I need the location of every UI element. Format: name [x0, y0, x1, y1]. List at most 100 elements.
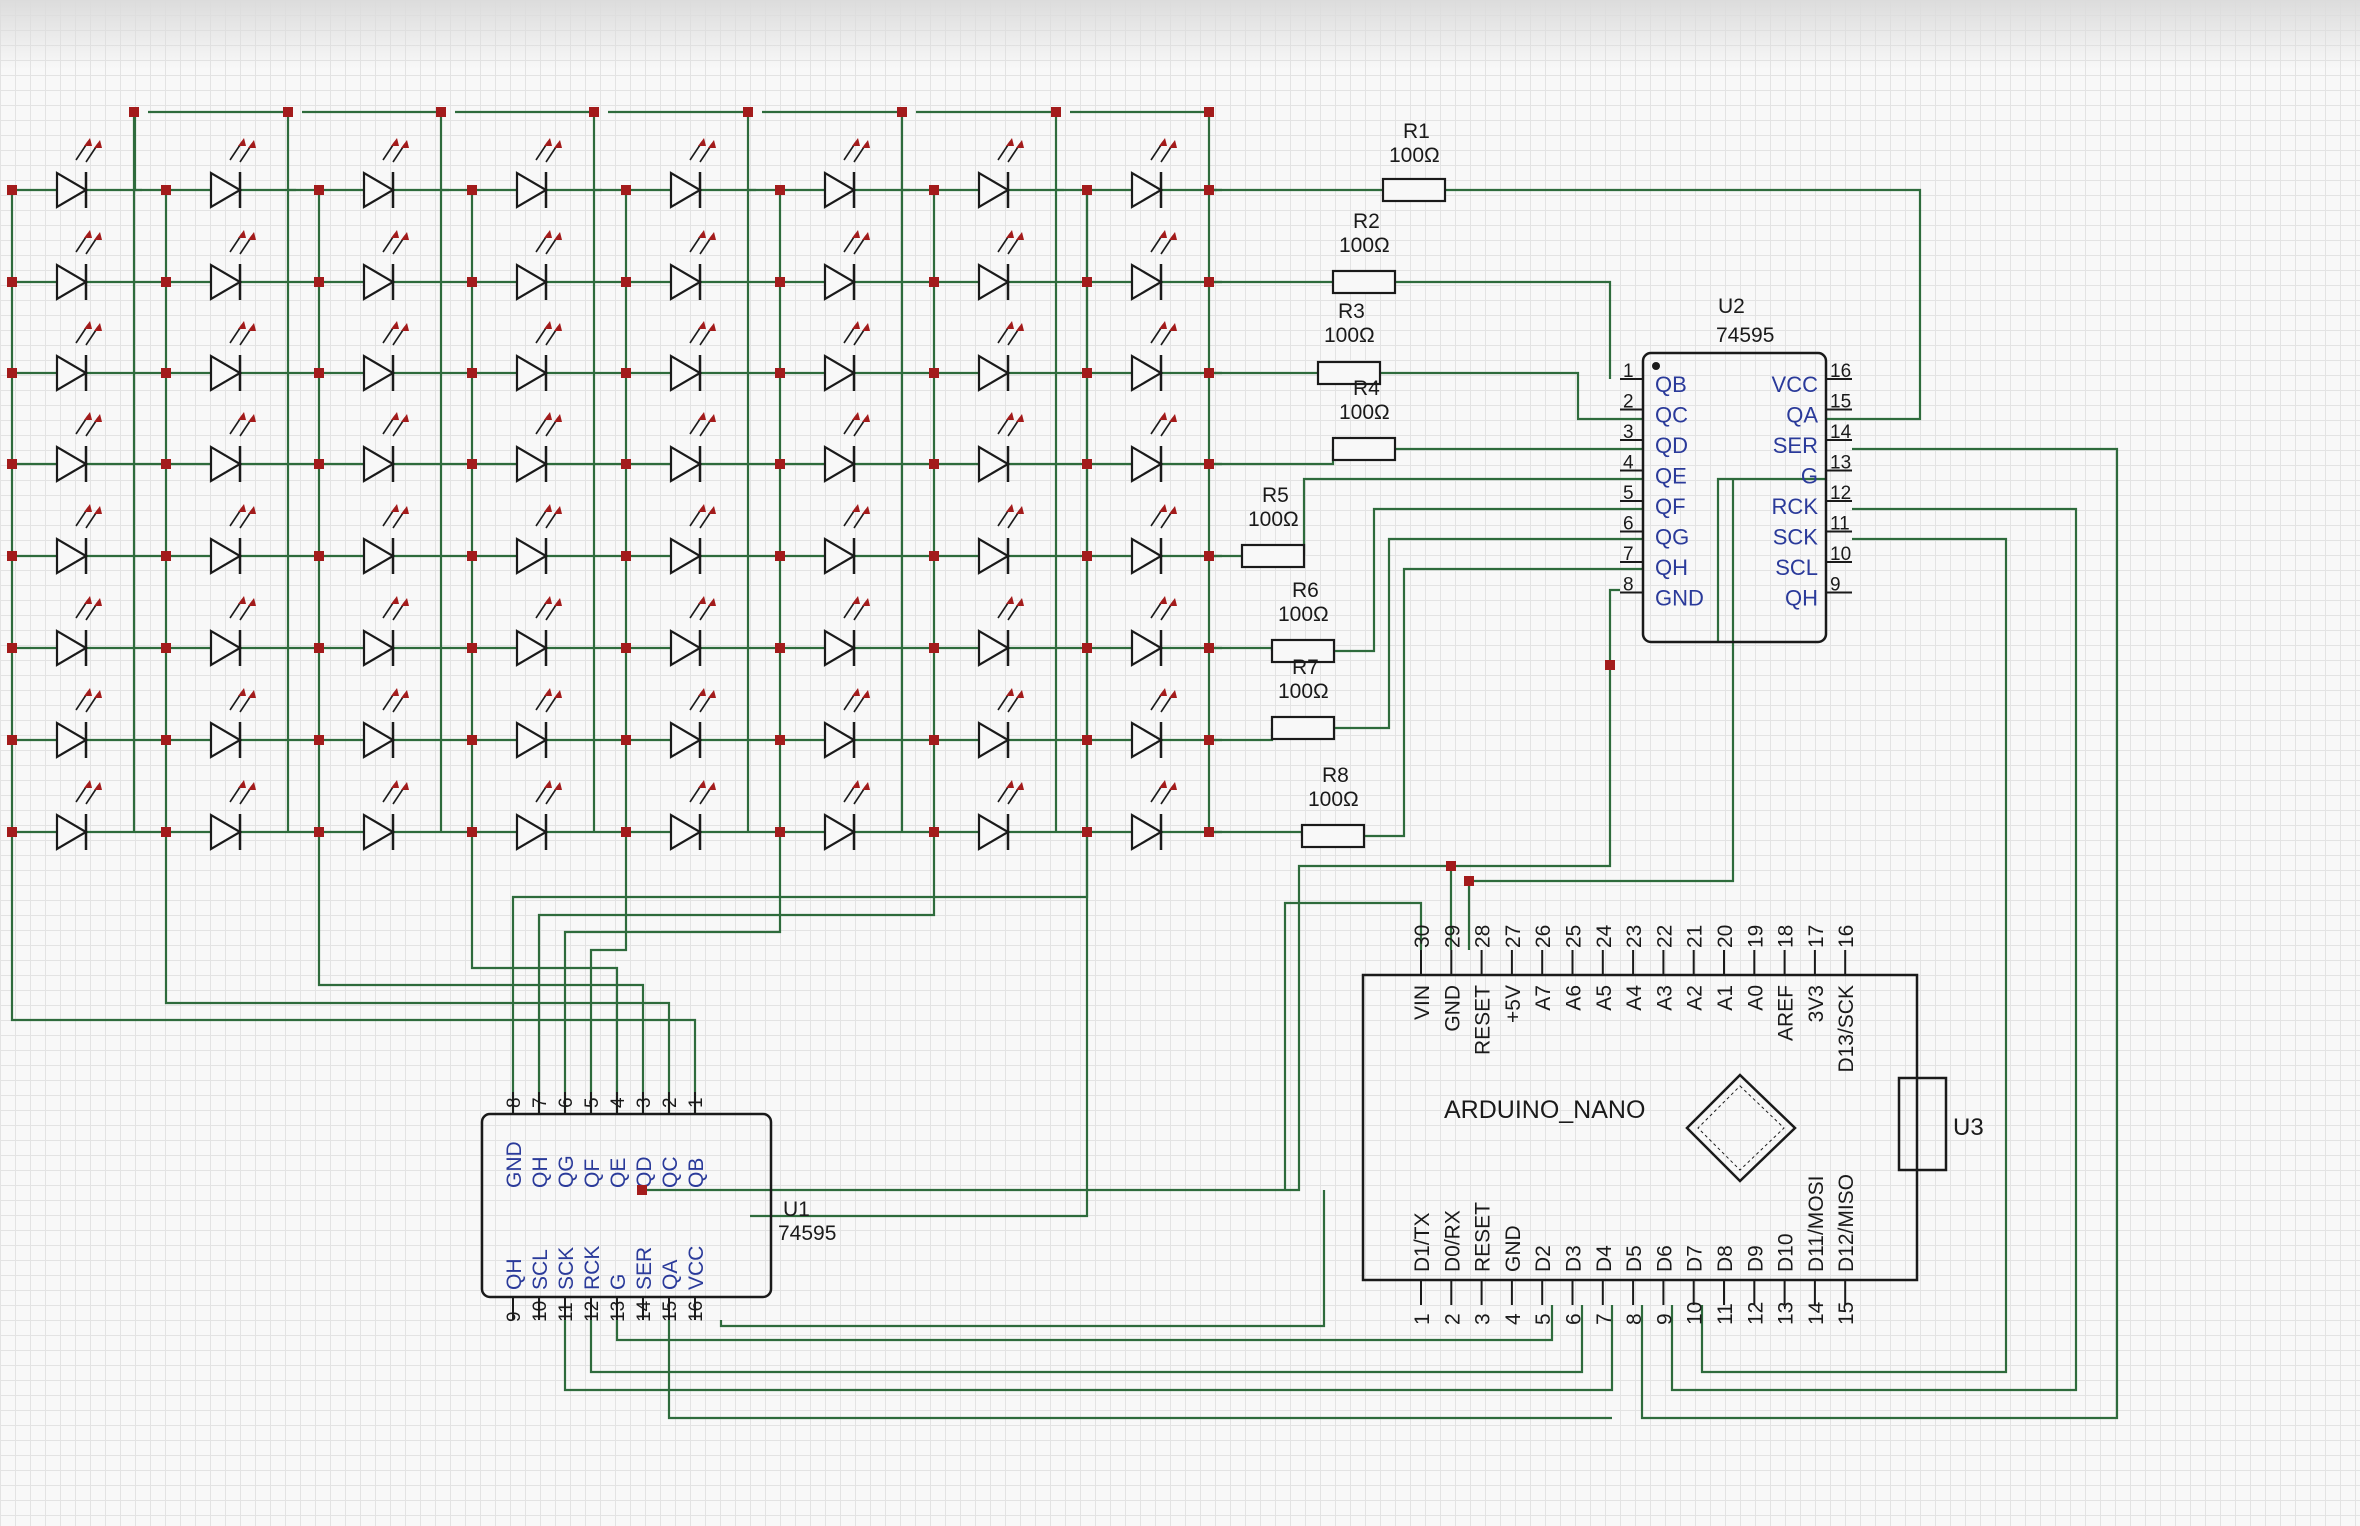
led-arrow-head [1169, 232, 1177, 240]
led-triangle [977, 629, 1011, 667]
u3-pin-label: A2 [1684, 985, 1707, 1011]
led-arrow-head [84, 688, 92, 696]
led-arrow-head [698, 138, 706, 146]
led-arrow-head [1006, 504, 1014, 512]
resistor-body[interactable] [1331, 436, 1397, 462]
junction-dot [929, 643, 939, 653]
u1-pin-label: QH [529, 1157, 552, 1189]
led-arrow-head [238, 688, 246, 696]
resistor-ref: R6 [1292, 579, 1319, 602]
u1-pin-number: 10 [530, 1301, 551, 1322]
led-diode-icon [977, 321, 1024, 392]
resistor-body[interactable] [1270, 715, 1336, 741]
u1-pin-label: QH [503, 1259, 526, 1291]
junction-dot [467, 551, 477, 561]
u3-pin-number: 26 [1532, 925, 1555, 948]
u2-body[interactable] [1641, 351, 1828, 644]
led-arrow-head [1006, 780, 1014, 788]
u3-pin-label: A0 [1744, 985, 1767, 1011]
led-triangle [669, 813, 703, 851]
u2-pin-number: 11 [1830, 514, 1850, 535]
led-arrow-head [94, 782, 102, 790]
u2-pin-label: RCK [1772, 494, 1819, 519]
led-arrow-head [1159, 780, 1167, 788]
led-triangle [515, 354, 549, 392]
led-triangle [1130, 721, 1164, 759]
junction-dot [1204, 185, 1214, 195]
u3-pin-label: A6 [1563, 985, 1586, 1011]
led-arrow-head [391, 321, 399, 329]
junction-dot [743, 107, 753, 117]
u1-pin-number: 14 [634, 1300, 655, 1322]
led-triangle [515, 629, 549, 667]
led-triangle [1130, 537, 1164, 575]
led-arrow-head [94, 598, 102, 606]
junction-dot [129, 107, 139, 117]
led-arrow-head [391, 780, 399, 788]
u3-pin-number: 8 [1623, 1313, 1646, 1325]
led-diode-icon [977, 412, 1024, 483]
u1-body[interactable] [480, 1112, 773, 1299]
resistor-body[interactable] [1240, 543, 1306, 569]
resistor-body[interactable] [1381, 177, 1447, 203]
resistor-value: 100Ω [1324, 324, 1375, 347]
led-arrow-head [544, 780, 552, 788]
u2-pin-number: 9 [1830, 575, 1841, 596]
led-triangle [1130, 629, 1164, 667]
u3-pin-label: AREF [1775, 985, 1798, 1041]
resistor-body[interactable] [1300, 823, 1366, 849]
junction-dot [161, 735, 171, 745]
led-arrow-head [238, 780, 246, 788]
led-arrow-head [698, 780, 706, 788]
resistor-body[interactable] [1316, 360, 1382, 386]
led-arrow-head [544, 230, 552, 238]
led-arrow-head [862, 323, 870, 331]
u3-arduino-nano[interactable]: ARDUINO_NANO U3 30VIN29GND28RESET27+5V26… [1361, 924, 1984, 1325]
led-arrow-head [248, 414, 256, 422]
led-arrow-head [852, 230, 860, 238]
led-diode-icon [823, 138, 870, 209]
u3-pin-number: 12 [1744, 1302, 1767, 1325]
u1-pin-label: QC [659, 1157, 682, 1189]
led-triangle [209, 537, 243, 575]
led-triangle [209, 721, 243, 759]
led-arrow-head [401, 414, 409, 422]
u2-pin-number: 4 [1623, 453, 1634, 474]
led-triangle [55, 813, 89, 851]
junction-layer [7, 107, 1615, 1195]
led-diode-icon [55, 504, 102, 575]
junction-dot [7, 551, 17, 561]
led-triangle [55, 354, 89, 392]
led-triangle [362, 721, 396, 759]
row-to-resistor-wire [1210, 830, 1304, 836]
led-arrow-head [1006, 412, 1014, 420]
u2-pin-label: QD [1655, 433, 1688, 458]
led-arrow-head [84, 138, 92, 146]
led-arrow-head [391, 504, 399, 512]
junction-dot [161, 368, 171, 378]
led-diode-icon [669, 596, 716, 667]
led-triangle [1130, 263, 1164, 301]
u1-shift-register[interactable]: U1 74595 8GND7QH6QG5QF4QE3QD2QC1QB9QH10S… [480, 1092, 836, 1322]
u3-ref: U3 [1953, 1114, 1984, 1141]
u3-pin-label: D5 [1623, 1245, 1646, 1272]
junction-dot [1082, 459, 1092, 469]
u2-shift-register[interactable]: U2 74595 1QB2QC3QD4QE5QF6QG7QH8GND16VCC1… [1620, 295, 1852, 644]
led-triangle [977, 813, 1011, 851]
u3-pin-number: 11 [1714, 1303, 1737, 1325]
u3-pin-number: 24 [1593, 924, 1616, 948]
resistor-body[interactable] [1270, 638, 1336, 664]
u3-body[interactable] [1361, 973, 1919, 1282]
u3-pin-number: 5 [1532, 1313, 1555, 1325]
led-arrow-head [544, 321, 552, 329]
resistor-body[interactable] [1331, 269, 1397, 295]
u3-pin-label: A3 [1653, 985, 1676, 1011]
